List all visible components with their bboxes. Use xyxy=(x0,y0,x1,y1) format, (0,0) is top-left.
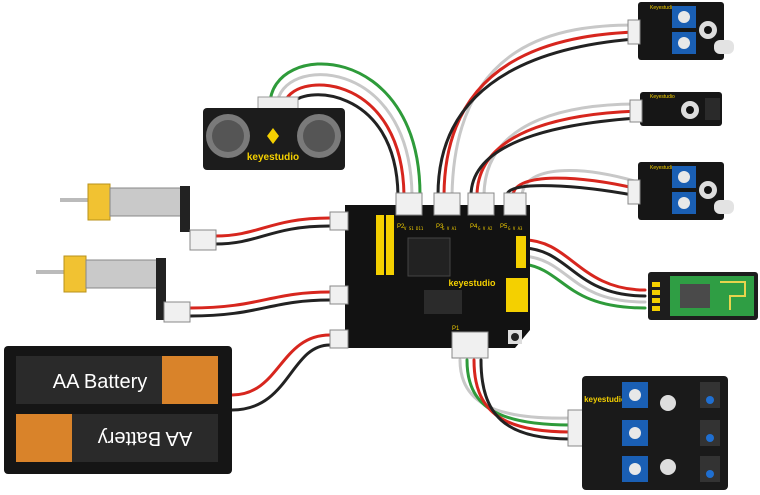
sensor-module-1: Keyestudio xyxy=(627,2,734,60)
sensor-module-3: Keyestudio xyxy=(627,162,734,220)
header-label-p4: P4 xyxy=(470,224,478,230)
wire-sensor1-white xyxy=(450,23,637,197)
motor-1 xyxy=(60,183,217,251)
wire-sensor1-red xyxy=(442,30,637,197)
wire-bt-white xyxy=(522,254,647,304)
bee-logo-icon xyxy=(267,128,279,144)
header-label-p3: P3 xyxy=(436,224,444,230)
ultrasonic-sensor: keyestudio xyxy=(203,96,345,170)
wire-ultrasonic-white xyxy=(275,73,414,197)
wire-battery-red xyxy=(230,333,332,397)
wire-sensor3-black xyxy=(505,184,640,198)
top-headers xyxy=(395,192,527,216)
tracker-brand: keyestudio xyxy=(584,395,626,404)
sensor1-brand: Keyestudio xyxy=(650,5,675,11)
wire-bt-green xyxy=(522,262,647,310)
wire-bt-black xyxy=(522,246,647,298)
wire-tracker-black xyxy=(479,358,572,441)
controller-brand: keyestudio xyxy=(448,278,496,288)
wire-motor1-black xyxy=(213,224,332,246)
line-tracker-module: keyestudio xyxy=(567,376,728,490)
sensor-module-2: Keyestudio xyxy=(629,92,722,126)
battery-pack: AA Battery AA Battery xyxy=(4,346,232,474)
wire-motor2-red xyxy=(188,290,332,310)
wire-sensor3-white xyxy=(520,169,640,197)
sensor3-brand: Keyestudio xyxy=(650,165,675,171)
wire-sensor2-black xyxy=(469,116,640,197)
header-label-p1: P1 xyxy=(452,326,460,332)
wire-tracker-white xyxy=(458,358,572,420)
sensor2-brand: Keyestudio xyxy=(650,94,675,100)
wire-bt-red xyxy=(522,238,647,292)
wire-motor2-black xyxy=(188,298,332,318)
wire-battery-black xyxy=(230,343,332,412)
motor-2 xyxy=(36,255,191,323)
wire-sensor1-black xyxy=(436,37,637,197)
header-label-p5: P5 xyxy=(500,224,508,230)
wire-motor1-red xyxy=(213,216,332,238)
controller-board: P2 P3 P4 P5 P1 V S1 D11 G V A1 G V A2 G … xyxy=(329,192,530,359)
wire-sensor2-white xyxy=(482,102,640,197)
pin-label-p3: G V A1 xyxy=(442,226,457,231)
wire-ultrasonic-green xyxy=(268,62,422,197)
wires xyxy=(188,23,647,441)
pin-label-p5: G V A3 xyxy=(508,226,523,231)
wire-ultrasonic-red xyxy=(282,83,406,197)
wire-sensor2-red xyxy=(475,109,640,197)
pin-label-p4: G V A2 xyxy=(478,226,493,231)
bluetooth-module xyxy=(648,272,758,320)
battery-top-label: AA Battery xyxy=(53,371,148,393)
header-label-p2: P2 xyxy=(397,224,405,230)
battery-bottom-label: AA Battery xyxy=(98,427,193,449)
pin-label-p2: V S1 D11 xyxy=(404,226,424,231)
ultrasonic-brand: keyestudio xyxy=(247,152,299,163)
